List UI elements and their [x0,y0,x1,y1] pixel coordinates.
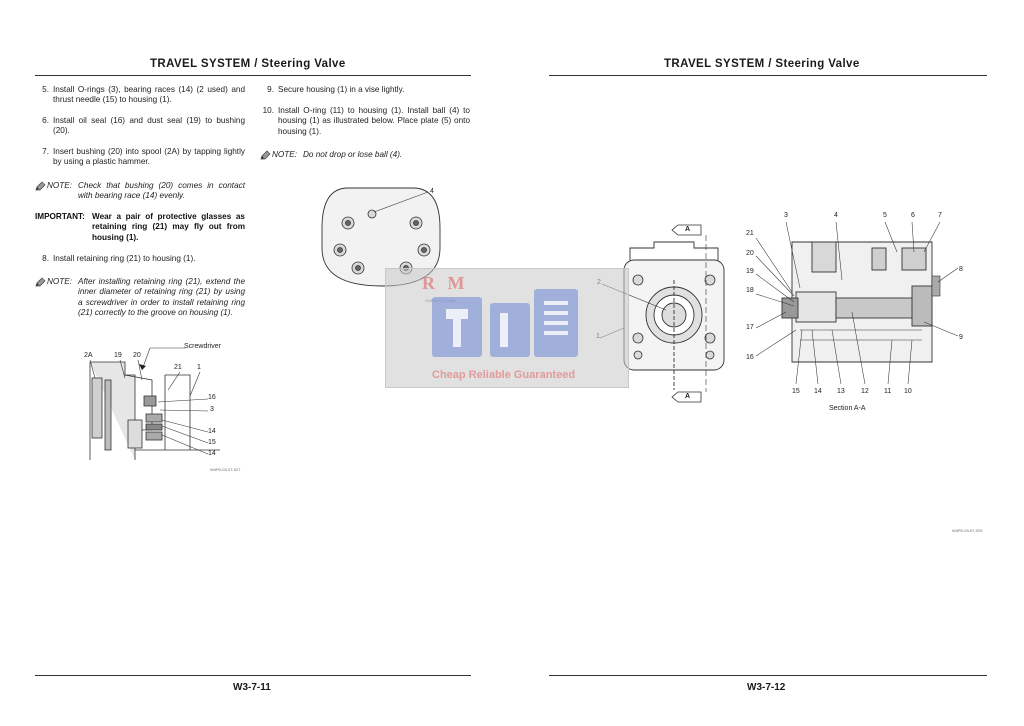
callout-section-16: 16 [746,354,754,361]
watermark-logo-icon [432,289,578,357]
note-label: NOTE: [47,181,73,190]
watermark-overlay: R M Cheap Reliable Guaranteed [385,268,629,388]
step-text: Install O-ring (11) to housing (1). Inst… [278,106,470,136]
callout-section-6: 6 [911,212,915,219]
callout-section-14: 14 [814,388,822,395]
callout-section-17: 17 [746,324,754,331]
step-6: 6. Install oil seal (16) and dust seal (… [35,116,247,140]
important-warning: IMPORTANT: Wear a pair of protective gla… [35,212,247,246]
note-text: After installing retaining ring (21), ex… [78,277,245,318]
right-footer-rule [549,675,987,676]
callout-section-4: 4 [834,212,838,219]
callout-15: 15 [208,439,216,446]
note-bushing: NOTE: Check that bushing (20) comes in c… [35,181,247,205]
callout-section-10: 10 [904,388,912,395]
callout-4-top: 4 [430,188,434,195]
callout-section-11: 11 [884,388,892,395]
callout-21: 21 [174,364,182,371]
callout-section-5: 5 [883,212,887,219]
right-header-rule [549,75,987,76]
step-number: 10. [262,106,274,115]
housing-top-view-figure [321,187,441,287]
callout-section-19: 19 [746,268,754,275]
step-text: Install O-rings (3), bearing races (14) … [53,85,245,105]
step-number: 6. [42,116,49,125]
step-10: 10. Install O-ring (11) to housing (1). … [260,106,472,140]
right-page-number: W3-7-12 [747,682,786,693]
pencil-icon [35,277,46,287]
step-text: Install retaining ring (21) to housing (… [53,254,196,263]
callout-section-7: 7 [938,212,942,219]
section-mark-A-top: A [685,226,691,233]
step-7: 7. Insert bushing (20) into spool (2A) b… [35,147,247,171]
left-page-header: TRAVEL SYSTEM / Steering Valve [150,58,346,70]
watermark-letters: R M [422,273,469,293]
note-label: NOTE: [272,150,298,159]
step-number: 8. [42,254,49,263]
left-page: TRAVEL SYSTEM / Steering Valve 5. Instal… [35,58,471,693]
note-ball: NOTE: Do not drop or lose ball (4). [260,150,472,164]
step-text: Insert bushing (20) into spool (2A) by t… [53,147,245,167]
step-number: 5. [42,85,49,94]
callout-14-lower: 14 [208,450,216,457]
pencil-icon [35,181,46,191]
right-page: TRAVEL SYSTEM / Steering Valve W3-7-12 [512,0,1024,726]
callout-1: 1 [197,364,201,371]
left-header-rule [35,75,471,76]
callout-section-12: 12 [861,388,869,395]
callout-section-13: 13 [837,388,845,395]
important-label: IMPORTANT: [35,212,85,221]
callout-section-18: 18 [746,287,754,294]
callout-section-20: 20 [746,250,754,257]
note-retaining-ring: NOTE: After installing retaining ring (2… [35,277,247,333]
screwdriver-label: Screwdriver [184,343,221,350]
note-text: Do not drop or lose ball (4). [303,150,403,159]
pencil-icon [260,150,271,160]
note-label: NOTE: [47,277,73,286]
callout-19: 19 [114,352,122,359]
callout-16: 16 [208,394,216,401]
step-5: 5. Install O-rings (3), bearing races (1… [35,85,247,109]
callout-section-8: 8 [959,266,963,273]
step-9: 9. Secure housing (1) in a vise lightly. [260,85,472,99]
note-text: Check that bushing (20) comes in contact… [78,181,245,201]
callout-3: 3 [210,406,214,413]
important-text: Wear a pair of protective glasses as ret… [92,212,245,242]
callout-20: 20 [133,352,141,359]
step-8: 8. Install retaining ring (21) to housin… [35,254,247,268]
watermark-tagline: Cheap Reliable Guaranteed [432,369,576,381]
step-number: 9. [267,85,274,94]
figure-code-section: W4P0-03-07-029 [952,528,983,533]
callout-2A: 2A [84,352,93,359]
right-page-header: TRAVEL SYSTEM / Steering Valve [664,58,860,70]
callout-14: 14 [208,428,216,435]
callout-section-21: 21 [746,230,754,237]
section-caption: Section A-A [829,405,866,412]
retaining-ring-figure [89,347,220,460]
callout-section-3: 3 [784,212,788,219]
section-mark-A-bottom: A [685,393,691,400]
step-text: Secure housing (1) in a vise lightly. [278,85,405,94]
steering-valve-section-figure [755,221,959,385]
left-footer-rule [35,675,471,676]
callout-section-9: 9 [959,334,963,341]
callout-section-15: 15 [792,388,800,395]
figure-code: W4P0-03-07-027 [210,467,241,472]
left-page-number: W3-7-11 [233,682,271,693]
step-number: 7. [42,147,49,156]
step-text: Install oil seal (16) and dust seal (19)… [53,116,245,136]
